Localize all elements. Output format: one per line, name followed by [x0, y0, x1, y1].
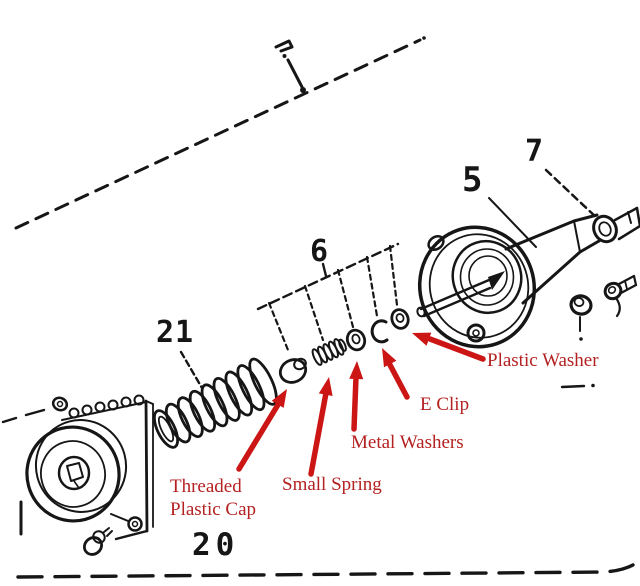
part4-pointer — [274, 39, 306, 93]
arrow-plastic-washer — [412, 332, 486, 362]
pulley-shaft — [416, 271, 505, 318]
label-plastic-washer: Plastic Washer — [487, 350, 599, 371]
main-dashed-centerline — [14, 36, 426, 230]
arrow-threaded-plastic-cap — [236, 389, 287, 472]
dash-dot-mark — [560, 383, 595, 389]
plastic-washer-part — [390, 308, 410, 330]
arrow-e-clip — [382, 348, 410, 400]
part-number-20: 20 — [192, 527, 240, 563]
arrow-metal-washers — [349, 361, 364, 432]
label-threaded-plastic-cap: Threaded Plastic Cap — [170, 475, 256, 521]
label-small-spring: Small Spring — [282, 474, 382, 495]
cable-drum-housing — [1, 394, 154, 541]
part-number-6: 6 — [310, 234, 329, 269]
part-number-7: 7 — [525, 134, 544, 169]
label-metal-washers: Metal Washers — [351, 432, 464, 453]
bottom-dashed-line — [16, 559, 640, 579]
part-number-21: 21 — [156, 315, 195, 350]
cylinder-body — [504, 213, 601, 305]
part-number-5: 5 — [462, 160, 483, 200]
hex-bolt-right — [603, 274, 638, 318]
parts-group-bracket — [256, 242, 400, 352]
small-spring-part — [311, 338, 347, 366]
pulley-flange — [417, 225, 537, 349]
mount-bolt — [82, 527, 113, 556]
e-clip-part — [370, 319, 389, 344]
hex-nut-small — [569, 294, 593, 341]
rubber-boot-part — [152, 357, 278, 449]
part21-leader-line — [179, 350, 204, 390]
label-threaded-plastic-cap-line2: Plastic Cap — [170, 499, 257, 520]
threaded-plastic-cap-part — [278, 357, 308, 384]
part7-leader-line — [544, 168, 600, 221]
label-e-clip: E Clip — [420, 394, 470, 415]
metal-washer-part — [345, 328, 367, 352]
arrow-small-spring — [308, 377, 333, 477]
label-threaded-plastic-cap-line1: Threaded — [170, 476, 242, 497]
